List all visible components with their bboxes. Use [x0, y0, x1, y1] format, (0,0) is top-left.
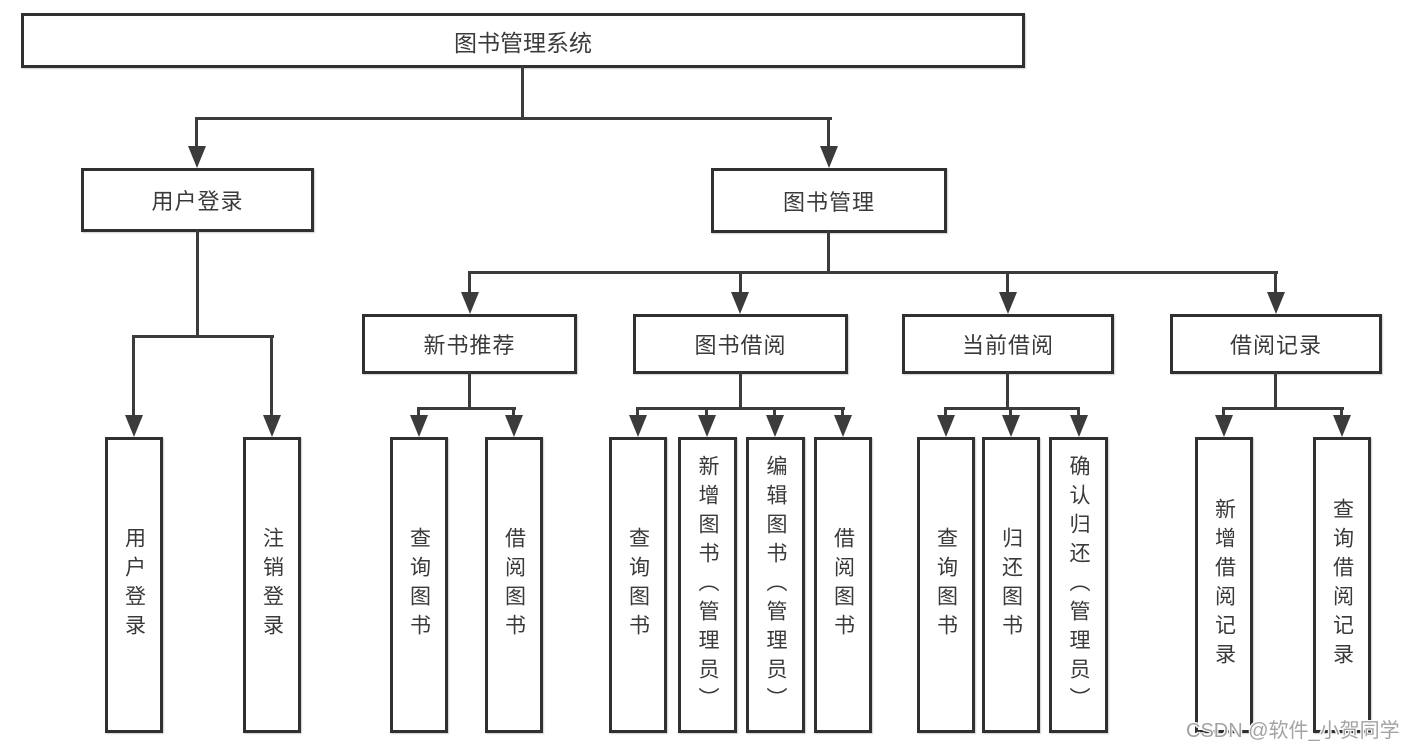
node-book-management: 图书管理: [711, 168, 947, 233]
leaf-borrow-query-book-label: 查询图书: [626, 527, 650, 643]
leaf-return-book: 归还图书: [982, 437, 1040, 733]
connector-line: [1222, 407, 1225, 419]
node-user-login: 用户登录: [81, 168, 314, 232]
connector-line: [132, 335, 274, 338]
connector-line: [512, 407, 515, 419]
connector-line: [270, 335, 273, 417]
connector-line: [827, 117, 830, 149]
arrow-down-icon: [461, 292, 479, 314]
leaf-confirm-return-admin: 确认归还（管理员）: [1049, 437, 1108, 733]
node-current-borrow: 当前借阅: [902, 314, 1114, 374]
connector-line: [417, 407, 516, 410]
connector-line: [841, 407, 844, 419]
node-library-management-system: 图书管理系统: [21, 13, 1025, 68]
arrow-down-icon: [125, 415, 143, 437]
arrow-down-icon: [505, 415, 523, 437]
connector-line: [705, 407, 708, 419]
leaf-recommend-query-book-label: 查询图书: [407, 527, 431, 643]
connector-line: [636, 407, 639, 419]
arrow-down-icon: [820, 146, 838, 168]
arrow-down-icon: [629, 415, 647, 437]
arrow-down-icon: [999, 292, 1017, 314]
arrow-down-icon: [1002, 415, 1020, 437]
arrow-down-icon: [410, 415, 428, 437]
arrow-down-icon: [1267, 292, 1285, 314]
leaf-add-borrow-record-label: 新增借阅记录: [1212, 498, 1236, 672]
connector-line: [195, 117, 832, 120]
connector-line: [468, 372, 471, 409]
leaf-borrow-query-book: 查询图书: [609, 437, 667, 733]
arrow-down-icon: [698, 415, 716, 437]
connector-line: [1340, 407, 1343, 419]
csdn-watermark: CSDN @软件_小贺同学: [1186, 720, 1400, 742]
arrow-down-icon: [1215, 415, 1233, 437]
connector-line: [417, 407, 420, 419]
connector-line: [739, 372, 742, 409]
arrow-down-icon: [1333, 415, 1351, 437]
arrow-down-icon: [1070, 415, 1088, 437]
connector-line: [1274, 271, 1277, 294]
connector-line: [468, 271, 1278, 274]
connector-line: [132, 335, 135, 417]
connector-line: [944, 407, 947, 419]
leaf-logout-label: 注销登录: [260, 527, 284, 643]
connector-line: [944, 407, 1080, 410]
connector-line: [1222, 407, 1344, 410]
leaf-recommend-query-book: 查询图书: [390, 437, 448, 733]
connector-line: [468, 271, 471, 294]
leaf-query-borrow-record: 查询借阅记录: [1313, 437, 1371, 733]
arrow-down-icon: [766, 415, 784, 437]
arrow-down-icon: [188, 146, 206, 168]
leaf-edit-book-admin-label: 编辑图书（管理员）: [764, 454, 787, 716]
leaf-return-book-label: 归还图书: [999, 527, 1023, 643]
arrow-down-icon: [263, 415, 281, 437]
leaf-recommend-borrow-book: 借阅图书: [485, 437, 543, 733]
connector-line: [196, 230, 199, 337]
connector-line: [1006, 271, 1009, 294]
leaf-add-book-admin-label: 新增图书（管理员）: [696, 454, 719, 716]
connector-line: [1274, 372, 1277, 409]
leaf-add-book-admin: 新增图书（管理员）: [678, 437, 737, 733]
arrow-down-icon: [834, 415, 852, 437]
connector-line: [1006, 372, 1009, 409]
connector-line: [739, 271, 742, 294]
connector-line: [1077, 407, 1080, 419]
connector-line: [636, 407, 845, 410]
connector-line: [827, 231, 830, 273]
leaf-borrow-book-label: 借阅图书: [831, 527, 855, 643]
leaf-recommend-borrow-book-label: 借阅图书: [502, 527, 526, 643]
leaf-borrow-book: 借阅图书: [814, 437, 872, 733]
node-new-book-recommend: 新书推荐: [362, 314, 577, 374]
leaf-logout: 注销登录: [243, 437, 301, 733]
connector-line: [521, 66, 524, 119]
node-borrow-record: 借阅记录: [1170, 314, 1382, 374]
leaf-confirm-return-admin-label: 确认归还（管理员）: [1067, 454, 1090, 716]
leaf-query-borrow-record-label: 查询借阅记录: [1330, 498, 1354, 672]
leaf-add-borrow-record: 新增借阅记录: [1195, 437, 1253, 733]
leaf-current-query-book: 查询图书: [917, 437, 975, 733]
node-book-borrow: 图书借阅: [633, 314, 848, 374]
connector-line: [773, 407, 776, 419]
leaf-current-query-book-label: 查询图书: [934, 527, 958, 643]
leaf-user-login-label: 用户登录: [122, 527, 146, 643]
leaf-edit-book-admin: 编辑图书（管理员）: [746, 437, 805, 733]
arrow-down-icon: [937, 415, 955, 437]
connector-line: [195, 117, 198, 149]
leaf-user-login: 用户登录: [105, 437, 163, 733]
arrow-down-icon: [731, 292, 749, 314]
connector-line: [1009, 407, 1012, 419]
